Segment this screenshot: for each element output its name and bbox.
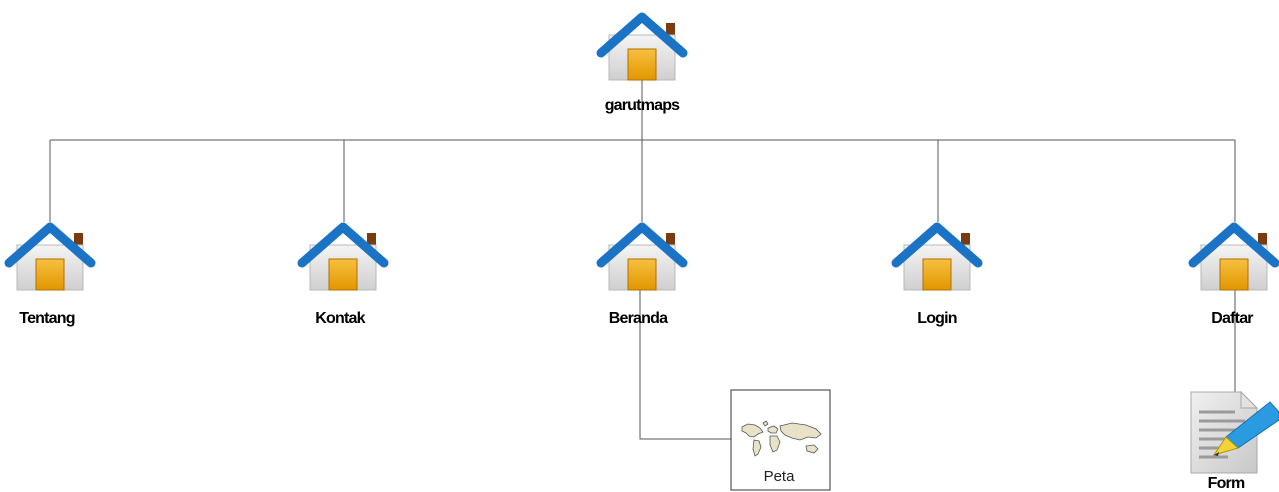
node-login[interactable]: Login [896, 227, 978, 327]
node-kontak[interactable]: Kontak [302, 227, 384, 327]
form-document-icon [1190, 390, 1279, 474]
house-icon [302, 227, 384, 290]
connector-lines [49, 58, 1236, 440]
node-tentang[interactable]: Tentang [9, 227, 91, 327]
house-icon [601, 227, 683, 290]
node-label-root: garutmaps [605, 97, 680, 114]
house-icon [896, 227, 978, 290]
node-label-tentang: Tentang [19, 310, 74, 327]
node-label-kontak: Kontak [315, 310, 365, 327]
connector-beranda-peta [639, 262, 731, 440]
node-label-beranda: Beranda [609, 310, 668, 327]
node-label-login: Login [917, 310, 957, 327]
node-daftar[interactable]: Daftar [1193, 227, 1275, 327]
world-map-icon [741, 420, 822, 457]
node-root[interactable]: garutmaps [601, 17, 683, 114]
node-form[interactable]: Form [1190, 390, 1279, 492]
node-label-form: Form [1208, 475, 1245, 492]
house-icon [601, 17, 683, 80]
node-label-daftar: Daftar [1211, 310, 1253, 327]
house-icon [1193, 227, 1275, 290]
node-label-peta: Peta [764, 468, 796, 485]
node-beranda[interactable]: Beranda [601, 227, 683, 327]
house-icon [9, 227, 91, 290]
node-peta[interactable]: Peta [730, 389, 831, 491]
